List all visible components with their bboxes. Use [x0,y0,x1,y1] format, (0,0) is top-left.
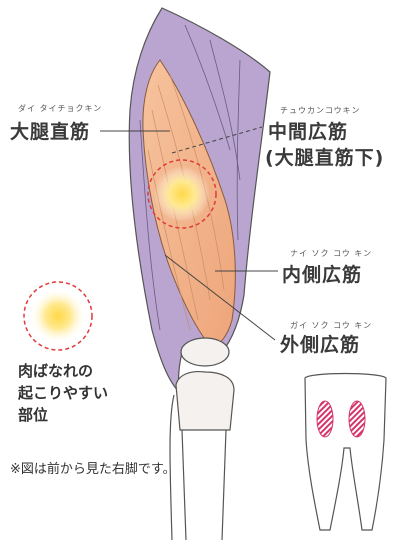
back-left-hamstring-stripe [317,401,333,437]
vastus-intermedius-label: 中間広筋 [268,117,348,144]
back-view-legs [305,374,386,531]
back-right-hamstring-stripe [349,401,365,437]
rectus-femoris-ruby: ダイ タイチョクキン [18,103,102,114]
legend-line-1: 肉ばなれの [18,360,108,382]
legend-caption: 肉ばなれの 起こりやすい 部位 [18,360,108,426]
rectus-femoris-label: 大腿直筋 [10,117,90,144]
vastus-medialis-ruby: ナイ ソク コウ キン [290,248,372,259]
legend-line-2: 起こりやすい [18,382,108,404]
legend-line-3: 部位 [18,404,108,426]
footnote: ※図は前から見た右脚です。 [10,458,176,477]
vastus-lateralis-label: 外側広筋 [280,330,360,357]
vastus-medialis-label: 内側広筋 [282,260,362,287]
legend-hotspot-glow [30,288,86,344]
strain-hotspot-glow [154,166,210,222]
vastus-intermedius-ruby: チュウカンコウキン [280,105,360,116]
vastus-intermedius-sub: (大腿直筋下) [265,143,384,170]
